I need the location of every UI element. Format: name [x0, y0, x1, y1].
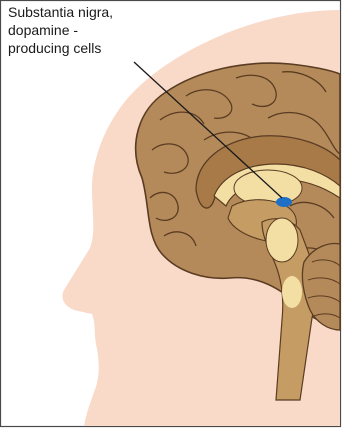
substantia-nigra	[276, 197, 292, 207]
annotation-line-3: producing cells	[8, 40, 101, 57]
annotation-line-2: dopamine -	[8, 22, 78, 39]
pons	[266, 218, 298, 262]
annotation-line-1: Substantia nigra,	[8, 4, 113, 21]
medulla-highlight	[282, 276, 302, 308]
